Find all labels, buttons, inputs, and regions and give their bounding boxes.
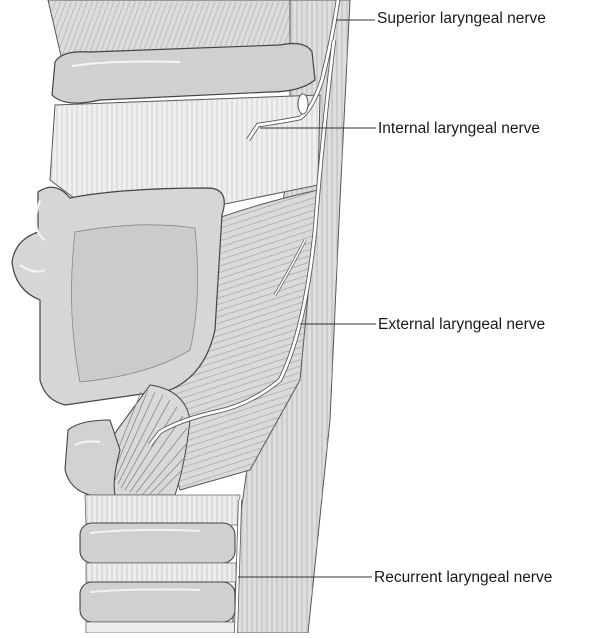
thyroid-cartilage (12, 187, 224, 405)
internal-laryngeal-nerve-label: Internal laryngeal nerve (378, 120, 540, 138)
tracheal-rings (80, 523, 236, 633)
cricotracheal-membrane (85, 495, 240, 525)
hyoid-bone (52, 44, 315, 104)
external-laryngeal-nerve-label: External laryngeal nerve (378, 316, 545, 334)
superior-laryngeal-nerve-label: Superior laryngeal nerve (377, 10, 546, 28)
recurrent-laryngeal-nerve-label: Recurrent laryngeal nerve (374, 569, 552, 587)
cricoid-cartilage (65, 420, 120, 495)
